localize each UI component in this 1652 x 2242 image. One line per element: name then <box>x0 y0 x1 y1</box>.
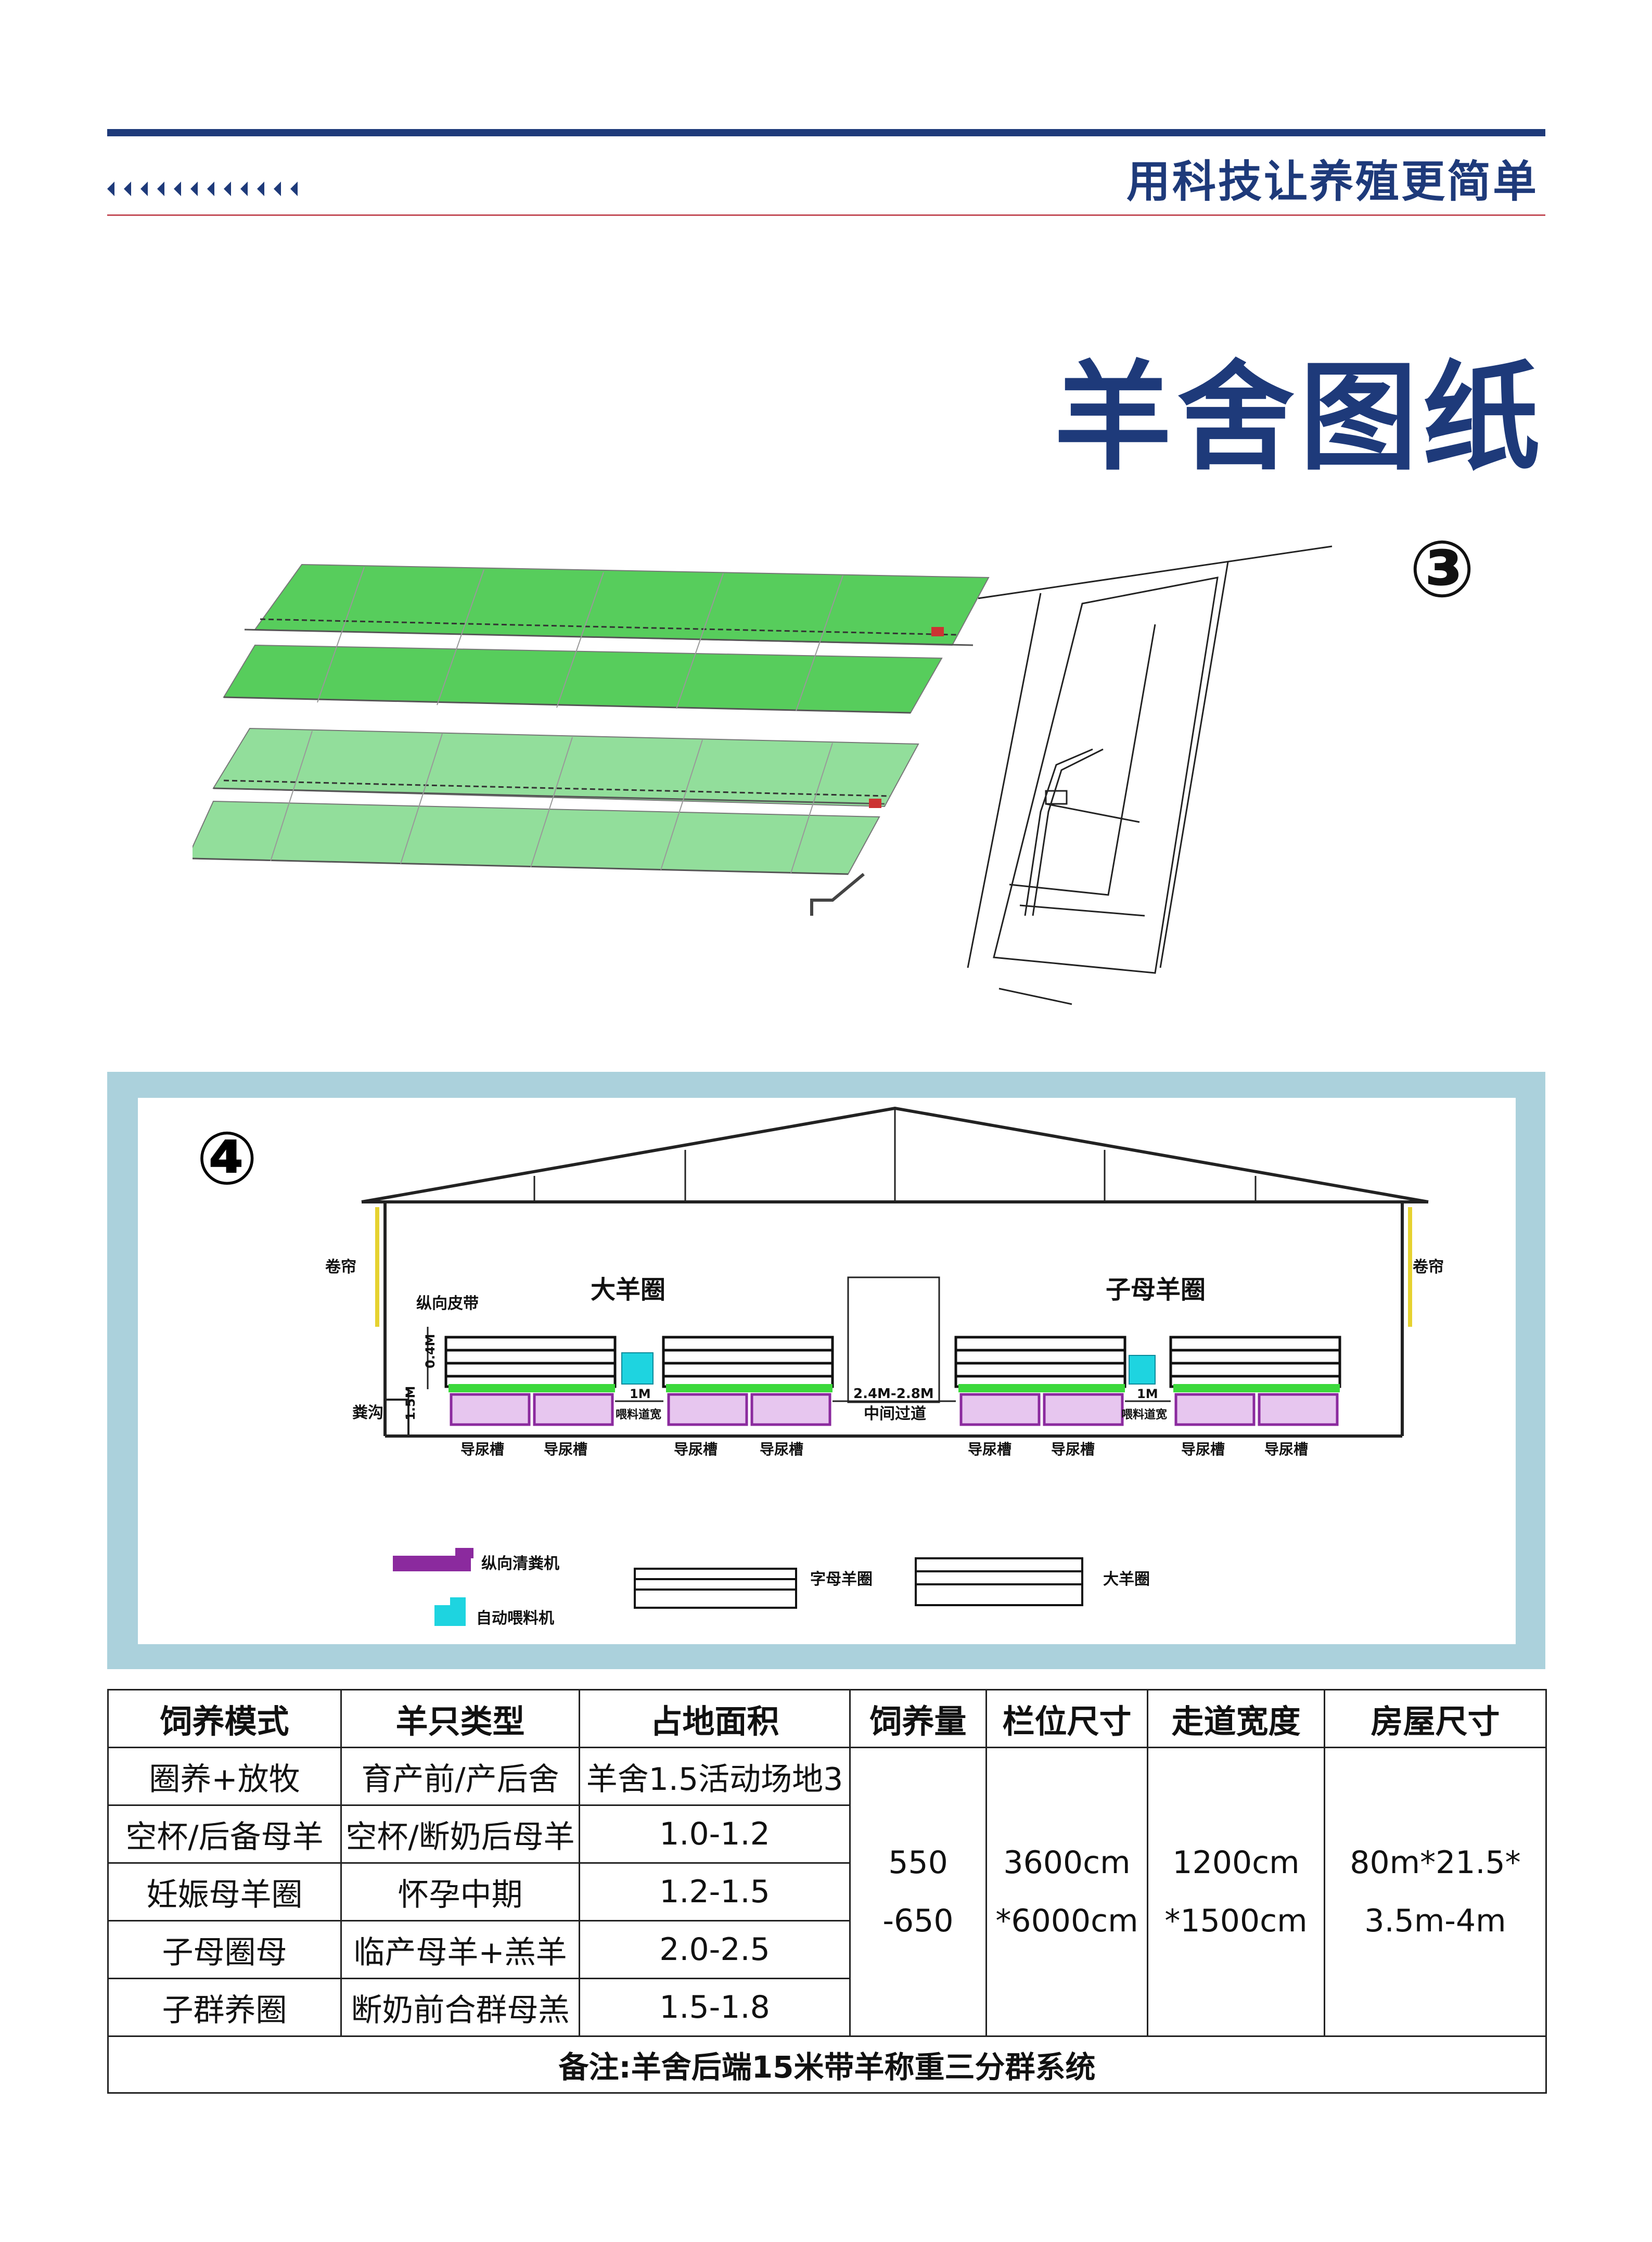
figure3-barn-3d-render <box>193 563 990 916</box>
trough-label: 导尿槽 <box>1051 1441 1095 1458</box>
trough-label: 导尿槽 <box>1181 1441 1225 1458</box>
label-dim-15: 1.5M <box>403 1386 418 1420</box>
house-size-cell: 80m*21.5* 3.5m-4m <box>1324 1747 1547 2037</box>
table-cell: 临产母羊+羔羊 <box>340 1920 580 1979</box>
trough-label: 导尿槽 <box>544 1441 587 1458</box>
legend-big-fence-icon <box>915 1557 1083 1606</box>
table-row: 圈养+放牧 育产前/产后舍 羊舍1.5活动场地3 550 -650 3600cm… <box>107 1747 1547 2037</box>
header-divider <box>107 214 1545 216</box>
table-cell: 空杯/后备母羊 <box>107 1804 342 1864</box>
legend-feeder-label: 自动喂料机 <box>476 1609 554 1628</box>
table-note-row: 备注:羊舍后端15米带羊称重三分群系统 <box>107 2035 1547 2094</box>
table-row: 子母圈母 临产母羊+羔羊 2.0-2.5 <box>107 1920 1546 1979</box>
table-cell: 羊舍1.5活动场地3 <box>579 1747 851 1806</box>
house-size-line: 3.5m-4m <box>1364 1903 1506 1939</box>
label-ditch: 粪沟 <box>352 1404 383 1422</box>
trough-label: 导尿槽 <box>968 1441 1011 1458</box>
table-cell: 子群养圈 <box>107 1978 342 2037</box>
aisle-width-line: *1500cm <box>1164 1903 1308 1939</box>
figure3-site-plan <box>967 545 1333 1005</box>
legend-ewe-fence-icon <box>634 1568 797 1609</box>
legend-ewe-fence-label: 字母羊圈 <box>810 1570 873 1588</box>
label-mid-aisle: 中间过道 <box>864 1405 926 1423</box>
legend-cleaner-label: 纵向清粪机 <box>481 1555 559 1573</box>
table-cell: 子母圈母 <box>107 1920 342 1979</box>
table-cell: 1.5-1.8 <box>579 1978 851 2037</box>
header-cell: 房屋尺寸 <box>1324 1689 1547 1748</box>
pen-size-line: 3600cm <box>1003 1844 1131 1881</box>
feed-amount-line: -650 <box>882 1903 954 1939</box>
table-cell: 2.0-2.5 <box>579 1920 851 1979</box>
header-slogan: 用科技让养殖更简单 <box>1126 156 1539 207</box>
figure3-number: ③ <box>1409 524 1476 615</box>
table-cell: 育产前/产后舍 <box>340 1747 580 1806</box>
label-dim-1m-b: 1M <box>1137 1387 1158 1401</box>
label-feed-aisle-a: 喂料道宽 <box>616 1408 661 1421</box>
table-row: 空杯/后备母羊 空杯/断奶后母羊 1.0-1.2 <box>107 1804 1546 1864</box>
feed-amount-cell: 550 -650 <box>849 1747 987 2037</box>
label-big-pen: 大羊圈 <box>591 1275 665 1304</box>
trough-label: 导尿槽 <box>1264 1441 1308 1458</box>
house-size-line: 80m*21.5* <box>1350 1844 1521 1881</box>
trough-label: 导尿槽 <box>760 1441 803 1458</box>
label-dim-04: 0.4M <box>423 1334 438 1368</box>
label-curtain-right: 卷帘 <box>1413 1258 1444 1276</box>
table-cell: 1.2-1.5 <box>579 1862 851 1921</box>
table-row: 妊娠母羊圈 怀孕中期 1.2-1.5 <box>107 1862 1546 1921</box>
trough-label: 导尿槽 <box>674 1441 718 1458</box>
table-note: 备注:羊舍后端15米带羊称重三分群系统 <box>107 2035 1547 2094</box>
feed-amount-line: 550 <box>888 1844 948 1881</box>
header-cell: 饲养量 <box>849 1689 987 1748</box>
aisle-width-line: 1200cm <box>1172 1844 1300 1881</box>
header-top-bar <box>107 129 1545 136</box>
header-cell: 栏位尺寸 <box>985 1689 1148 1748</box>
header-cell: 饲养模式 <box>107 1689 342 1748</box>
header-cell: 羊只类型 <box>340 1689 580 1748</box>
table-header-row: 饲养模式 羊只类型 占地面积 饲养量 栏位尺寸 走道宽度 房屋尺寸 <box>107 1689 1547 1748</box>
legend-feeder-icon <box>434 1597 466 1626</box>
table-cell: 断奶前合群母羔 <box>340 1978 580 2037</box>
spec-table: 饲养模式 羊只类型 占地面积 饲养量 栏位尺寸 走道宽度 房屋尺寸 圈养+放牧 … <box>107 1689 1547 2094</box>
figure4-number: ④ <box>196 1117 258 1201</box>
table-cell: 空杯/断奶后母羊 <box>340 1804 580 1864</box>
figure4-panel <box>138 1098 1516 1644</box>
pen-size-line: *6000cm <box>995 1903 1138 1939</box>
legend-cleaner-icon <box>393 1548 473 1571</box>
pen-size-cell: 3600cm *6000cm <box>985 1747 1148 2037</box>
label-curtain-left: 卷帘 <box>325 1258 356 1276</box>
table-cell: 1.0-1.2 <box>579 1804 851 1864</box>
aisle-width-cell: 1200cm *1500cm <box>1147 1747 1325 2037</box>
header-cell: 走道宽度 <box>1147 1689 1325 1748</box>
table-cell: 怀孕中期 <box>340 1862 580 1921</box>
legend-big-fence-label: 大羊圈 <box>1103 1570 1150 1588</box>
label-feed-aisle-b: 喂料道宽 <box>1121 1408 1167 1421</box>
figure4-cross-section: ④ <box>196 1106 1444 1628</box>
header-cell: 占地面积 <box>579 1689 851 1748</box>
table-row: 子群养圈 断奶前合群母羔 1.5-1.8 <box>107 1978 1546 2037</box>
label-dim-1m-a: 1M <box>630 1387 651 1401</box>
page-title: 羊舍图纸 <box>1054 349 1545 486</box>
header-arrow-decoration <box>107 182 298 196</box>
label-belt: 纵向皮带 <box>416 1295 479 1313</box>
table-cell: 妊娠母羊圈 <box>107 1862 342 1921</box>
trough-label: 导尿槽 <box>460 1441 504 1458</box>
label-ewe-lamb-pen: 子母羊圈 <box>1106 1275 1206 1304</box>
table-cell: 圈养+放牧 <box>107 1747 342 1806</box>
label-dim-mid: 2.4M-2.8M <box>853 1386 934 1402</box>
